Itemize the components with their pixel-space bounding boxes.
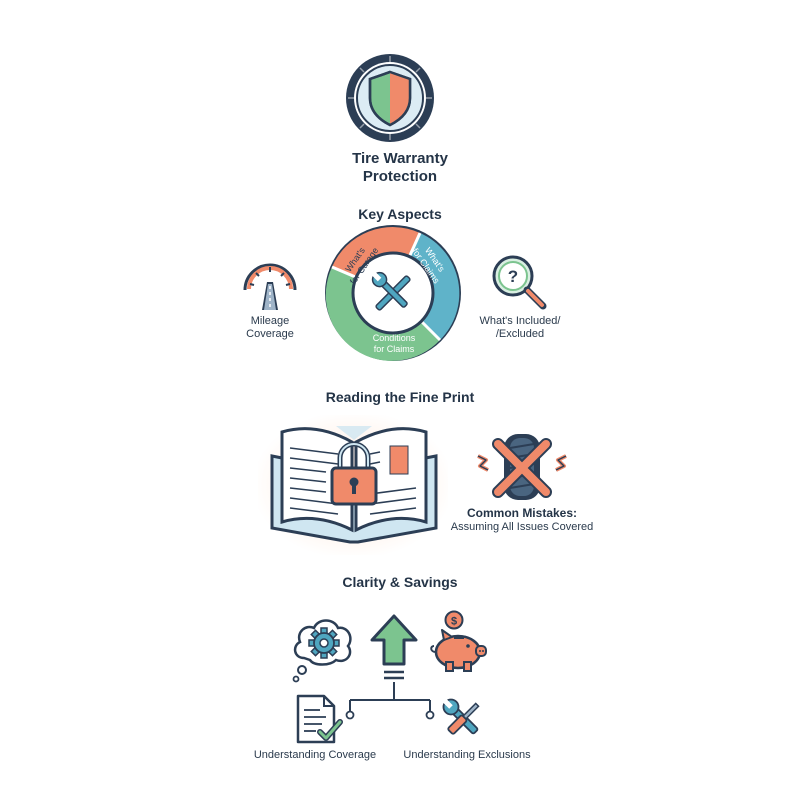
mileage-caption-1: Mileage	[250, 315, 290, 327]
mistakes-detail: Assuming All Issues Covered	[450, 521, 594, 533]
mistakes-title: Common Mistakes:	[466, 506, 578, 520]
fine-print-heading: Reading the Fine Print	[325, 389, 475, 405]
svg-text:?: ?	[508, 267, 518, 286]
header-title-line1: Tire Warranty	[352, 150, 448, 167]
ring-label-green: Conditions for Claims	[372, 333, 416, 354]
understanding-coverage-caption: Understanding Coverage	[253, 749, 377, 761]
included-caption-2: /Excluded	[495, 328, 545, 340]
magnifier-question-icon: ?	[492, 255, 547, 310]
open-book-lock-icon	[270, 426, 438, 544]
key-aspects-heading: Key Aspects	[358, 206, 442, 222]
wrench-screwdriver-icon	[371, 271, 411, 311]
tools-icon	[442, 698, 480, 735]
tire-cross-icon	[477, 434, 567, 500]
mileage-caption-2: Coverage	[246, 328, 294, 340]
checklist-document-icon	[296, 694, 343, 744]
piggy-bank-icon: $	[430, 610, 487, 672]
understanding-exclusions-caption: Understanding Exclusions	[403, 749, 531, 761]
included-caption-1: What's Included/	[479, 315, 561, 327]
connector-lines	[345, 682, 435, 720]
up-arrow-icon	[370, 614, 418, 680]
header-title-line2: Protection	[362, 168, 438, 185]
shield-tire-icon	[346, 54, 434, 142]
speedometer-road-icon	[243, 263, 297, 310]
svg-text:$: $	[451, 616, 457, 628]
gear-thought-icon	[292, 619, 352, 683]
clarity-heading: Clarity & Savings	[342, 574, 458, 590]
key-aspects-ring	[325, 225, 461, 361]
